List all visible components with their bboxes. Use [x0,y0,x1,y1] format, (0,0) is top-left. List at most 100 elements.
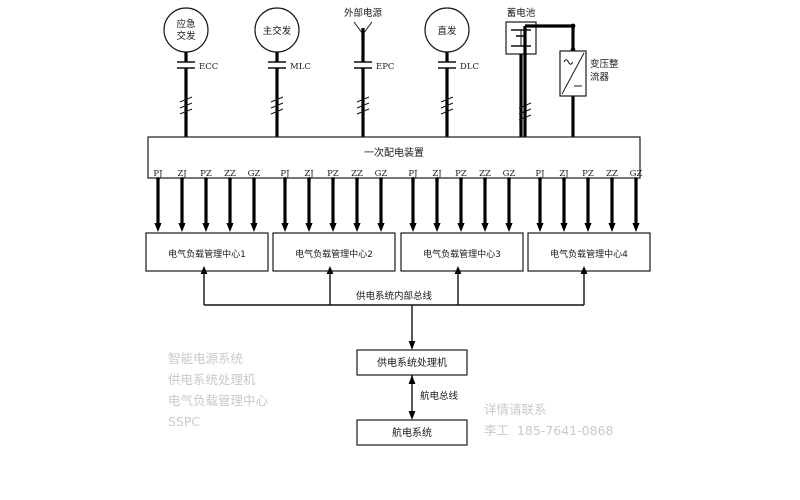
power-supply-processor[interactable]: 供电系统处理机 [356,349,468,376]
avionics-bus-label: 航电总线 [420,390,459,402]
bus-arrow-3 [454,266,462,274]
port-label-elmc-1-ZZ: ZZ [224,169,236,179]
load-management-center-1-label: 电气负载管理中心1 [168,248,246,260]
port-label-elmc-4-PJ: PJ [535,169,545,179]
dc-generator-label: 直发 [437,25,457,37]
main-ac-generator-label: 主交发 [263,25,292,37]
feeder-arrow-elmc-1-ZZ [226,223,234,232]
external-power-phase-mark-2 [356,102,370,109]
port-node-elmc-4-ZZ [610,177,614,181]
port-label-elmc-2-PZ: PZ [327,169,339,179]
feeder-arrow-elmc-4-ZJ [560,223,568,232]
transformer-rectifier-label-line1: 变压整 [590,58,619,70]
watermark-keywords: 智能电源系统 供电系统处理机 电气负载管理中心 SSPC [168,351,269,429]
feeder-arrow-elmc-3-GZ [505,223,513,232]
main-ac-generator-phase-mark-1 [270,96,284,103]
primary-distribution-unit[interactable]: 一次配电装置 [147,136,641,179]
port-label-elmc-3-ZJ: ZJ [432,169,442,179]
port-label-elmc-3-ZZ: ZZ [479,169,491,179]
port-label-elmc-3-PJ: PJ [408,169,418,179]
port-label-elmc-4-PZ: PZ [582,169,594,179]
port-node-elmc-3-PZ [459,177,463,181]
internal-bus-group: 供电系统内部总线 [200,266,588,350]
dc-generator-phase-mark-2 [440,102,454,109]
port-node-elmc-3-PJ [411,177,415,181]
port-label-elmc-1-PJ: PJ [153,169,163,179]
bus-arrow-1 [200,266,208,274]
port-node-elmc-2-PZ [331,177,335,181]
load-management-center-3-label: 电气负载管理中心3 [423,248,501,260]
port-node-elmc-3-GZ [507,177,511,181]
emergency-ac-generator-generator-circle [163,7,209,53]
port-label-elmc-1-ZJ: ZJ [177,169,187,179]
bus-to-processor-arrow [408,341,416,350]
emergency-ac-generator-label-line1: 应急 [176,18,196,30]
load-management-center-4-box [527,232,651,272]
load-management-center-1[interactable]: 电气负载管理中心1 [145,232,269,272]
emergency-ac-generator-phase-mark-2 [179,102,193,109]
dc-generator-phase-mark-1 [440,96,454,103]
internal-bus-label: 供电系统内部总线 [356,290,433,302]
port-label-elmc-2-ZZ: ZZ [351,169,363,179]
load-management-center-3[interactable]: 电气负载管理中心3 [400,232,524,272]
watermark-contact: 详情请联系 李工 185-7641-0868 [484,402,614,438]
port-node-elmc-4-ZJ [562,177,566,181]
load-management-center-1-box [145,232,269,272]
avionics-bus-arrow-up [408,375,416,384]
transformer-rectifier-tru-divider [561,52,585,95]
port-node-elmc-1-ZJ [180,177,184,181]
port-node-elmc-1-PJ [156,177,160,181]
dc-generator-phase-mark-3 [440,108,454,115]
port-node-elmc-4-PZ [586,177,590,181]
port-node-elmc-2-ZZ [355,177,359,181]
port-node-elmc-4-GZ [634,177,638,181]
feeder-arrow-elmc-3-PJ [409,223,417,232]
primary-distribution-unit-label: 一次配电装置 [364,146,424,159]
avionics-bus-arrow-down [408,411,416,420]
port-label-elmc-1-GZ: GZ [248,169,261,179]
primary-distribution-unit-box [147,136,641,179]
port-node-elmc-2-PJ [283,177,287,181]
main-ac-generator-phase-mark-3 [270,108,284,115]
load-management-center-4[interactable]: 电气负载管理中心4 [527,232,651,272]
feeder-arrow-elmc-2-PZ [329,223,337,232]
port-label-elmc-4-ZZ: ZZ [606,169,618,179]
load-management-center-2[interactable]: 电气负载管理中心2 [272,232,396,272]
port-node-elmc-2-ZJ [307,177,311,181]
battery-label: 蓄电池 [507,7,536,19]
external-power-phase-mark-1 [356,96,370,103]
power-supply-processor-label: 供电系统处理机 [377,356,447,369]
external-power-label: 外部电源 [344,7,383,19]
avionics-system-label: 航电系统 [392,426,432,439]
transformer-rectifier-tie-node [570,23,576,29]
emergency-ac-generator-phase-mark-1 [179,96,193,103]
port-label-elmc-2-ZJ: ZJ [304,169,314,179]
port-node-elmc-1-PZ [204,177,208,181]
port-node-elmc-2-GZ [379,177,383,181]
port-node-elmc-3-ZJ [435,177,439,181]
avionics-system[interactable]: 航电系统 [356,419,468,446]
port-label-elmc-1-PZ: PZ [200,169,212,179]
load-management-center-4-label: 电气负载管理中心4 [550,248,628,260]
feeder-arrow-elmc-3-PZ [457,223,465,232]
feeder-arrow-elmc-4-ZZ [608,223,616,232]
external-power-contactor-label: EPC [376,62,394,72]
bus-arrow-4 [580,266,588,274]
power-source-external-power[interactable]: 外部电源 EPC [344,7,394,137]
feeder-arrow-elmc-4-PZ [584,223,592,232]
feeder-arrow-elmc-2-ZZ [353,223,361,232]
transformer-rectifier-ac-sine-icon [563,59,574,65]
feeder-arrow-elmc-2-ZJ [305,223,313,232]
feeder-arrow-elmc-1-PJ [154,223,162,232]
avionics-system-box [356,419,468,446]
load-management-center-2-label: 电气负载管理中心2 [295,248,373,260]
port-node-elmc-1-ZZ [228,177,232,181]
feeder-arrow-elmc-3-ZZ [481,223,489,232]
port-node-elmc-3-ZZ [483,177,487,181]
